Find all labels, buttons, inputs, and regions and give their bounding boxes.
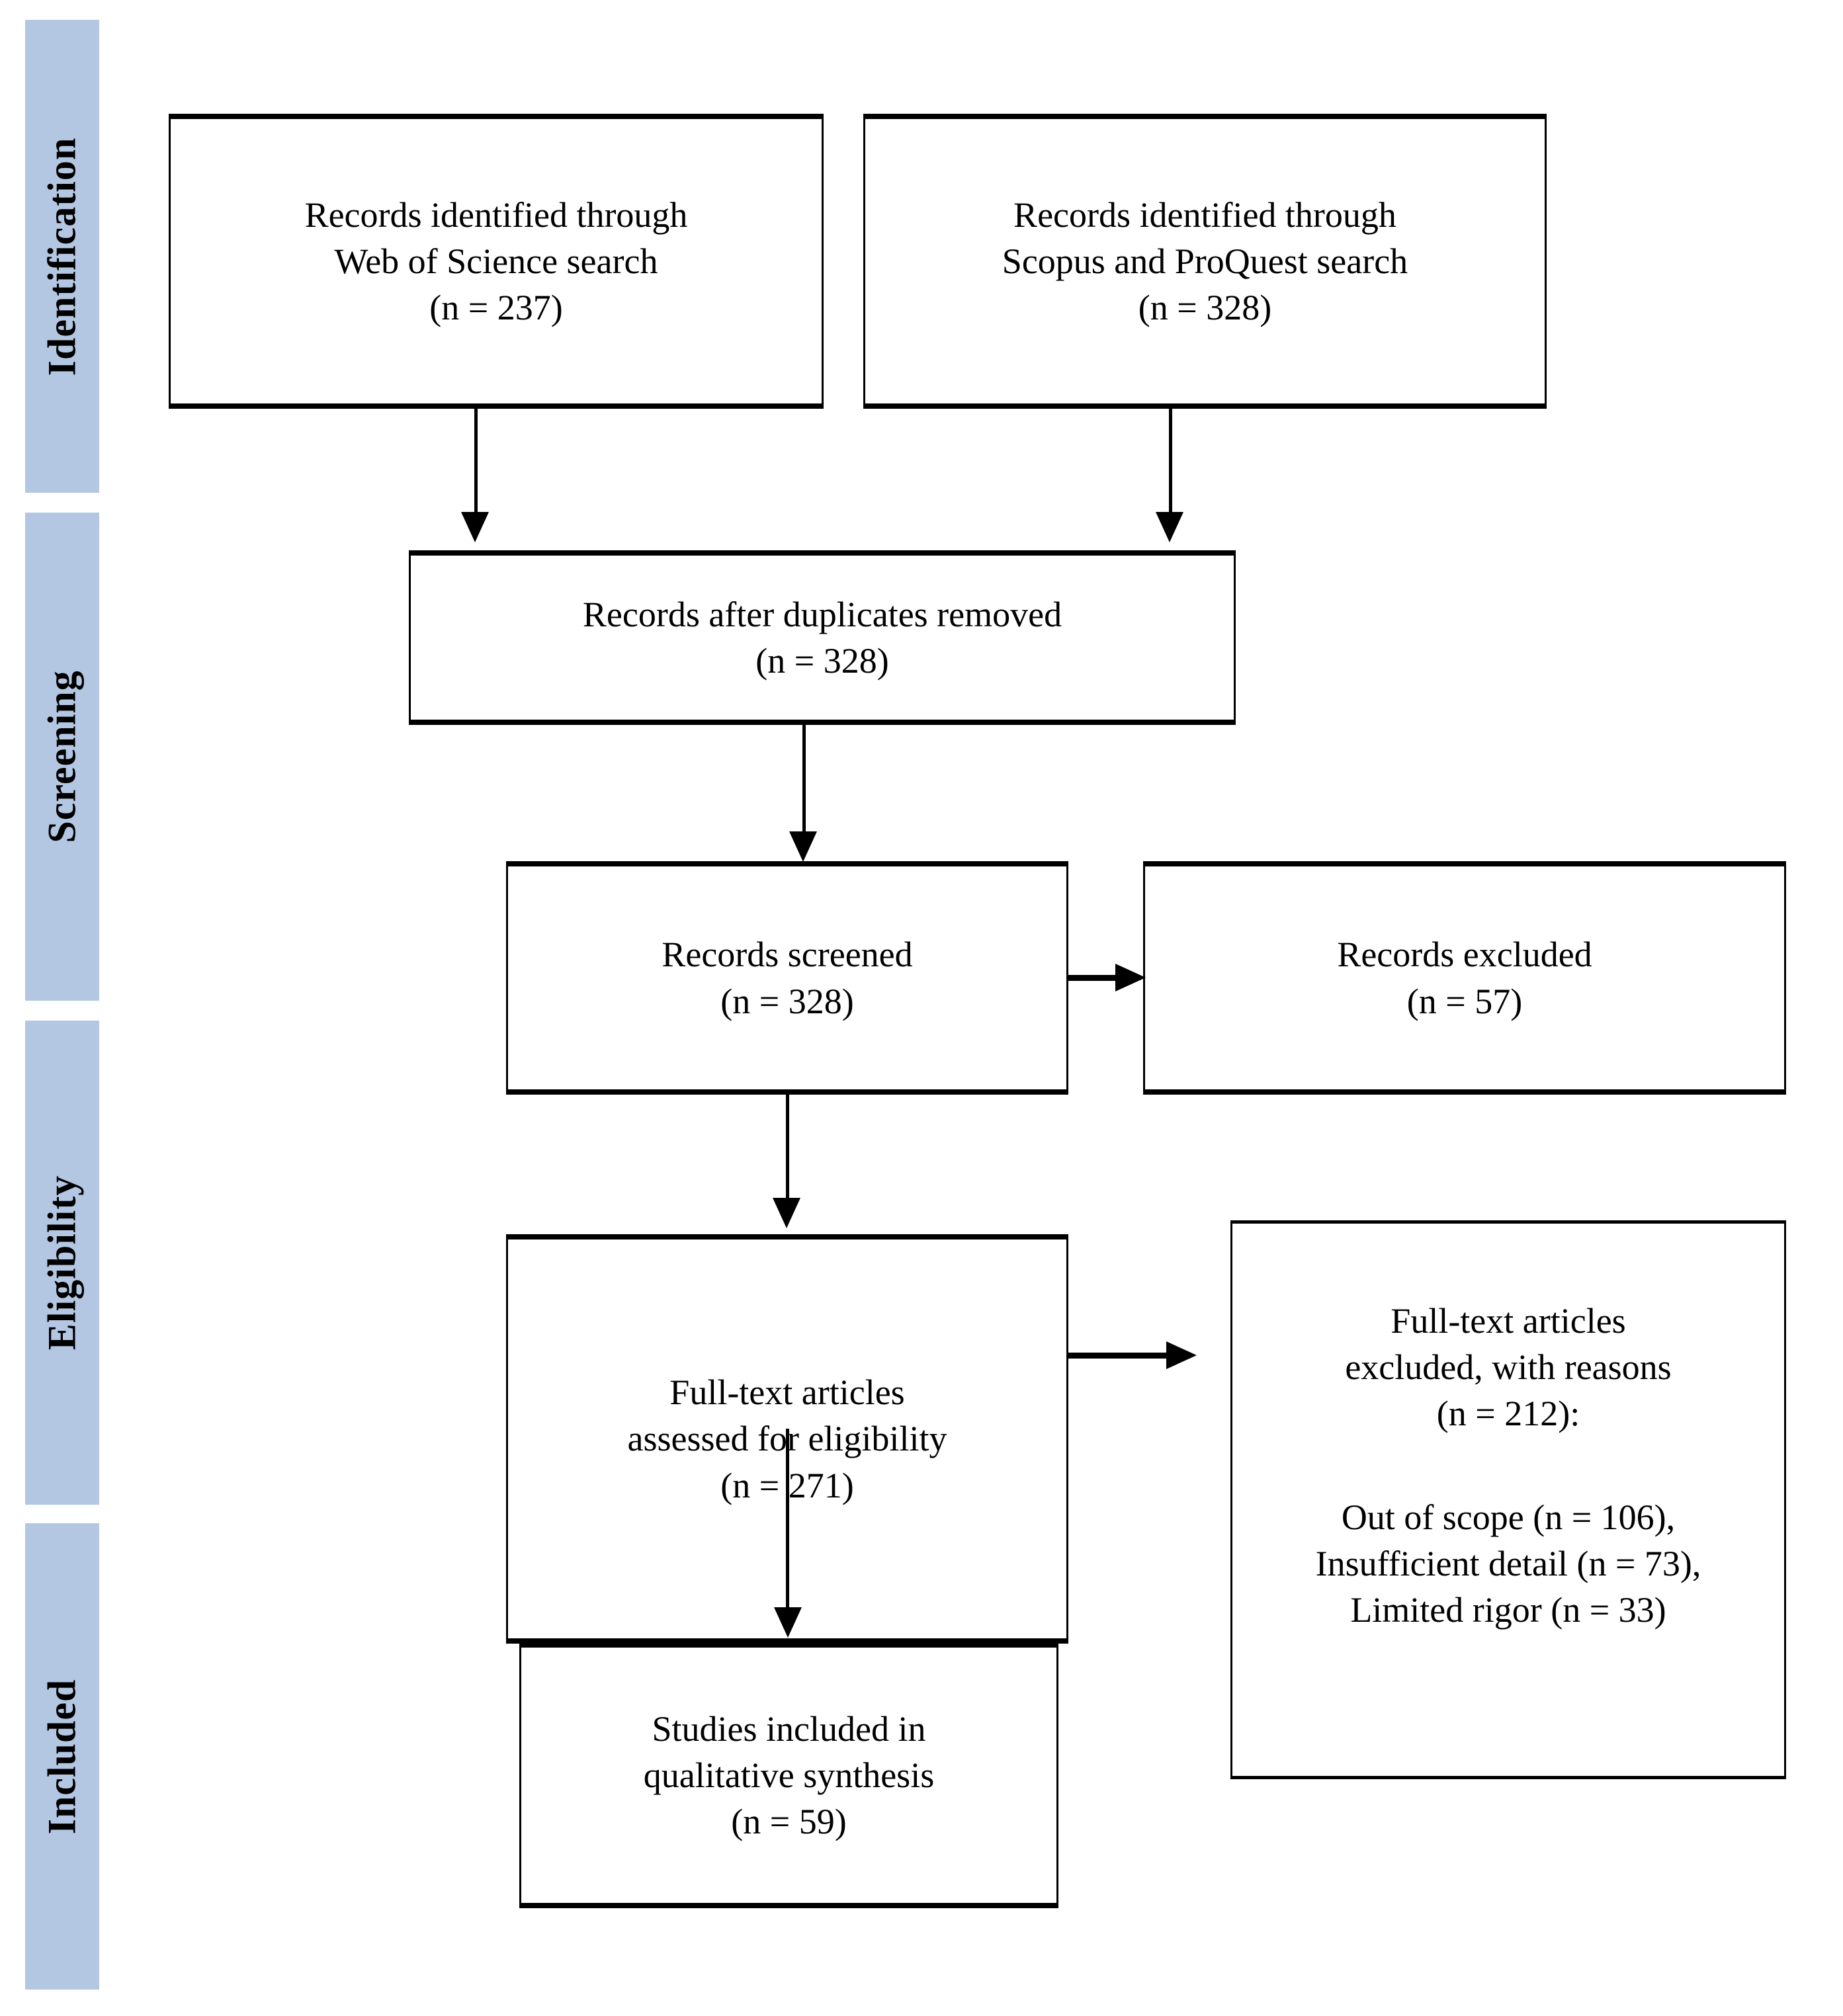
arrow-wos-to-duplicates (461, 512, 489, 542)
arrow-screened-to-excluded (1115, 964, 1146, 991)
box-fulltext-excluded-reasons: Out of scope (n = 106), Insufficient det… (1315, 1497, 1701, 1630)
stage-band-identification: Identification (25, 20, 99, 493)
box-fulltext-assessed-text: Full-text articles assessed for eligibil… (627, 1372, 947, 1505)
connector-assessed-to-excluded (1068, 1353, 1169, 1359)
connector-wos-to-duplicates (474, 409, 478, 515)
stage-label-screening: Screening (40, 670, 84, 843)
box-records-web-of-science-text: Records identified through Web of Scienc… (304, 194, 688, 328)
box-records-scopus-proquest: Records identified through Scopus and Pr… (863, 114, 1547, 409)
box-fulltext-excluded: Full-text articles excluded, with reason… (1230, 1220, 1786, 1779)
stage-band-eligibility: Eligibility (25, 1021, 99, 1505)
arrow-assessed-to-studies-included (774, 1607, 802, 1638)
box-records-screened: Records screened (n = 328) (506, 861, 1068, 1095)
stage-label-included: Included (40, 1679, 84, 1834)
box-records-scopus-proquest-text: Records identified through Scopus and Pr… (1002, 194, 1408, 328)
box-duplicates-removed: Records after duplicates removed (n = 32… (409, 550, 1236, 725)
stage-label-identification: Identification (40, 137, 84, 376)
connector-duplicates-to-screened (802, 725, 806, 834)
box-records-excluded: Records excluded (n = 57) (1143, 861, 1786, 1095)
connector-assessed-to-studies-included (786, 1429, 789, 1611)
stage-band-screening: Screening (25, 513, 99, 1001)
stage-band-included: Included (25, 1523, 99, 1990)
box-records-web-of-science: Records identified through Web of Scienc… (169, 114, 824, 409)
box-duplicates-removed-text: Records after duplicates removed (n = 32… (582, 594, 1062, 681)
box-records-excluded-text: Records excluded (n = 57) (1337, 935, 1592, 1021)
arrow-screened-to-fulltext (773, 1198, 800, 1228)
box-records-screened-text: Records screened (n = 328) (662, 935, 913, 1021)
connector-screened-to-excluded (1068, 975, 1118, 981)
arrow-assessed-to-excluded (1166, 1341, 1197, 1369)
box-studies-included-text: Studies included in qualitative synthesi… (643, 1708, 935, 1842)
connector-scopus-to-duplicates (1169, 409, 1172, 515)
box-fulltext-excluded-heading: Full-text articles excluded, with reason… (1345, 1301, 1672, 1434)
box-studies-included: Studies included in qualitative synthesi… (519, 1642, 1058, 1908)
arrow-scopus-to-duplicates (1156, 512, 1183, 542)
stage-label-eligibility: Eligibility (40, 1175, 84, 1351)
connector-screened-to-fulltext (786, 1095, 789, 1200)
arrow-duplicates-to-screened (789, 831, 817, 862)
